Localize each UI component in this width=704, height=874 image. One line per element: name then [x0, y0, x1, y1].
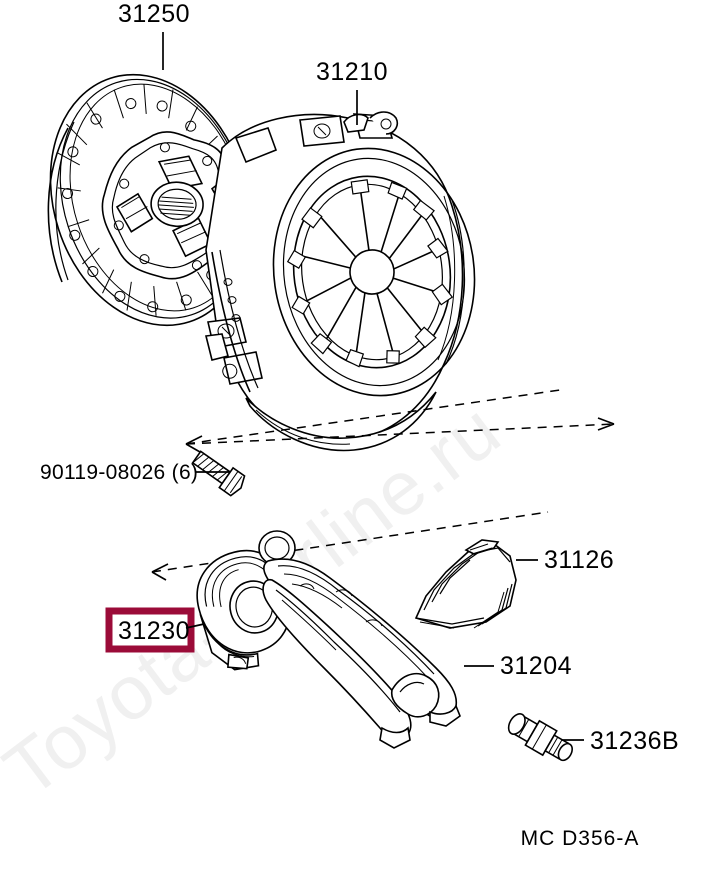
part-label-31126: 31126 — [544, 546, 614, 574]
assembly-dashed-line-upper — [185, 389, 615, 453]
part-clutch-cover-31210: 31210 — [205, 58, 476, 452]
leader-line-31230 — [185, 623, 205, 629]
highlight-box-31230 — [105, 607, 195, 653]
part-release-fork-31204: 31204 — [258, 530, 572, 749]
part-label-31210: 31210 — [316, 58, 388, 86]
part-release-fork-boot-31126: 31126 — [414, 539, 614, 629]
part-label-31236B: 31236B — [590, 727, 679, 755]
part-label-31204: 31204 — [500, 652, 572, 680]
part-label-31230: 31230 — [118, 617, 190, 645]
part-label-31250: 31250 — [118, 0, 190, 28]
footer-code: MC D356-A — [521, 827, 640, 850]
part-label-90119-08026: 90119-08026 (6) — [40, 461, 198, 484]
part-cover-bolt-90119-08026: 90119-08026 (6) — [40, 450, 246, 497]
part-support-bolt-31236B: 31236B — [507, 713, 679, 762]
